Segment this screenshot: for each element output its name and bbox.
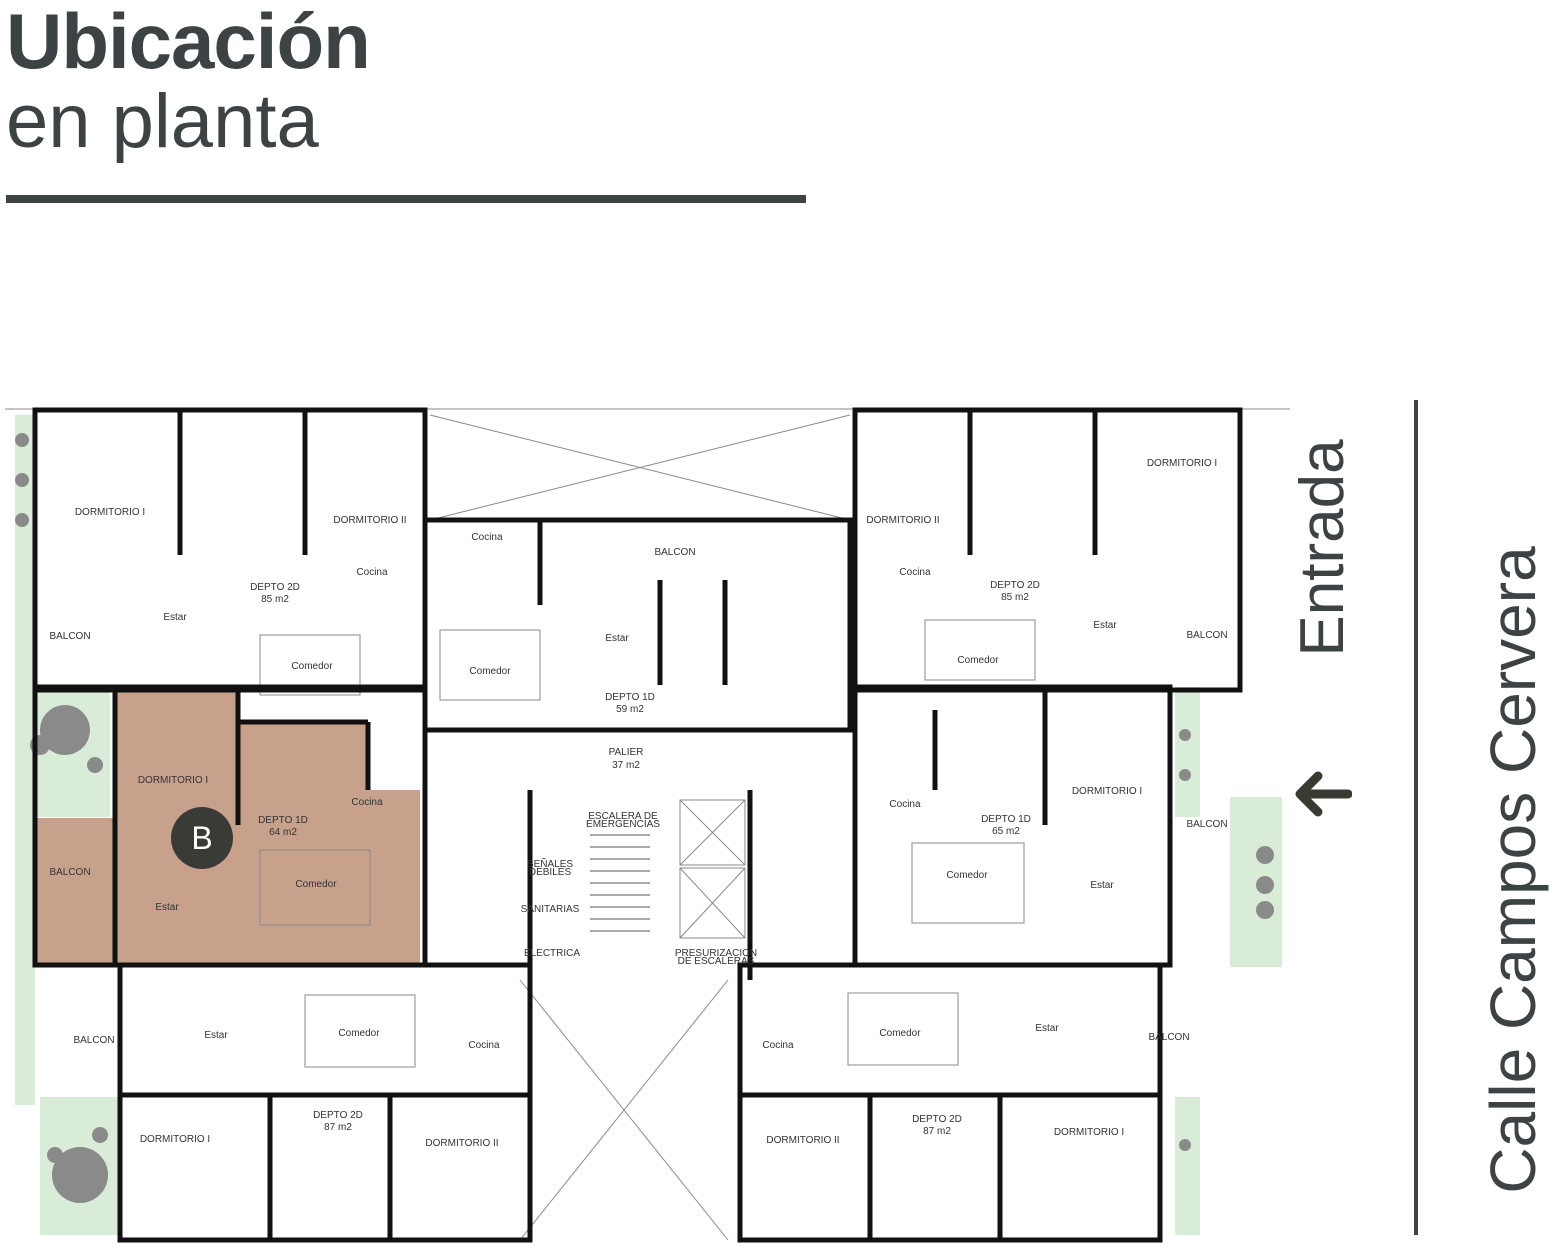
room-label: 59 m2 [616,704,644,715]
room-label: BALCON [73,1035,114,1046]
room-label: 87 m2 [324,1122,352,1133]
title-underline [6,195,806,203]
room-label: DORMITORIO II [866,515,939,526]
room-label: DE ESCALERAS [678,956,755,967]
tree-symbols [15,433,1274,1203]
arrow-left-icon [1295,771,1352,817]
street-text: Calle Campos Cervera [1477,546,1549,1194]
room-label: 85 m2 [261,594,289,605]
room-label: Cocina [471,532,503,543]
room-label: DORMITORIO II [766,1135,839,1146]
room-label: ELECTRICA [524,948,580,959]
street-label: Calle Campos Cervera [1477,546,1549,1194]
room-label: PRESURIZACION [675,948,757,959]
room-labels: DORMITORIO I DORMITORIO II DEPTO 2D 85 m… [49,458,1227,1149]
room-label: SEÑALES [527,857,573,870]
room-label: DORMITORIO I [75,507,145,518]
room-label: SANITARIAS [521,904,580,915]
room-label: DORMITORIO I [1147,458,1217,469]
room-label: Cocina [899,567,931,578]
room-label: DORMITORIO II [425,1138,498,1149]
room-label: Estar [163,612,187,623]
room-label: Estar [204,1030,228,1041]
room-label: DEPTO 2D [313,1110,363,1121]
room-label: Comedor [469,666,511,677]
room-label: BALCON [1148,1032,1189,1043]
room-label: Estar [1035,1023,1059,1034]
room-label: Estar [155,902,179,913]
room-label: BALCON [1186,630,1227,641]
room-label: Comedor [291,661,333,672]
room-label: DEPTO 2D [990,580,1040,591]
room-label: Comedor [946,870,988,881]
room-label: 64 m2 [269,827,297,838]
entrance-text: Entrada [1288,439,1357,657]
room-label: Cocina [351,797,383,808]
room-label: DORMITORIO I [1054,1127,1124,1138]
room-label: Estar [1090,880,1114,891]
room-label: Estar [605,633,629,644]
room-label: 85 m2 [1001,592,1029,603]
room-label: Comedor [957,655,999,666]
room-label: 65 m2 [992,826,1020,837]
stair-treads [590,834,650,932]
room-label: BALCON [1186,819,1227,830]
room-label: DEPTO 2D [250,582,300,593]
walls [32,407,1243,1243]
room-label: Cocina [762,1040,794,1051]
room-label: 37 m2 [612,760,640,771]
room-label: DORMITORIO I [1072,786,1142,797]
unit-badge: B [171,807,233,869]
room-label: EMERGENCIAS [586,819,660,830]
room-label: PALIER [609,747,644,758]
room-label: DORMITORIO II [333,515,406,526]
title-line-1: Ubicación [6,0,371,85]
room-label: ESCALERA DE [588,811,658,822]
room-label: DEPTO 1D [981,814,1031,825]
room-label: DEBILES [529,867,572,878]
room-label: Cocina [468,1040,500,1051]
entrance-label: Entrada [1288,439,1357,657]
room-label: BALCON [49,867,90,878]
room-label: Cocina [356,567,388,578]
room-label: DEPTO 1D [605,692,655,703]
room-label: 87 m2 [923,1126,951,1137]
room-label: BALCON [49,631,90,642]
title-line-2: en planta [6,79,319,164]
street-line [1414,400,1418,1235]
room-label: BALCON [654,547,695,558]
room-label: Estar [1093,620,1117,631]
room-label: Comedor [338,1028,380,1039]
room-label: DORMITORIO I [138,775,208,786]
garden-areas [15,415,1282,1235]
room-label: DEPTO 1D [258,815,308,826]
room-label: DORMITORIO I [140,1134,210,1145]
room-label: Comedor [295,879,337,890]
room-label: DEPTO 2D [912,1114,962,1125]
room-label: Cocina [889,799,921,810]
room-label: Comedor [879,1028,921,1039]
